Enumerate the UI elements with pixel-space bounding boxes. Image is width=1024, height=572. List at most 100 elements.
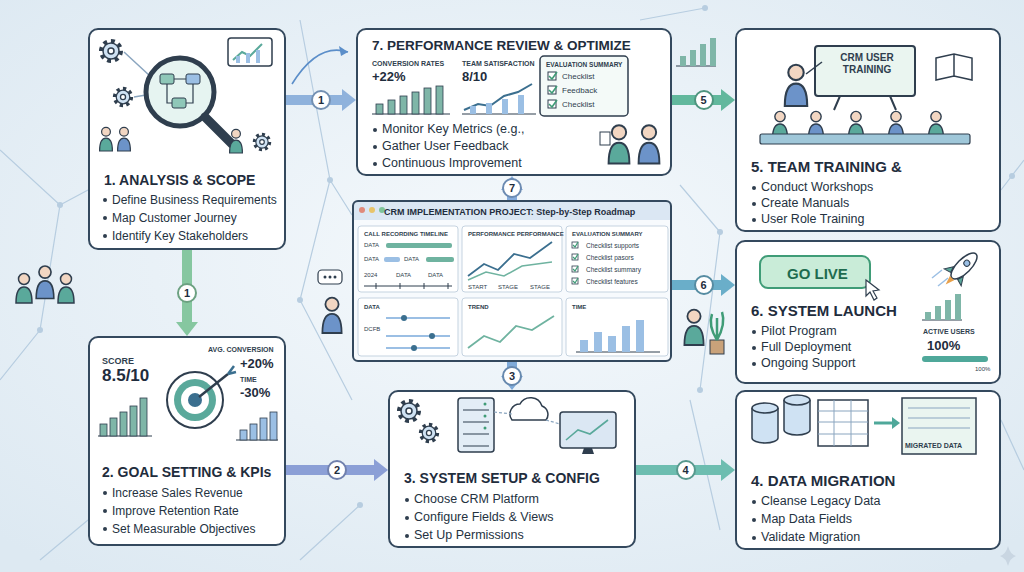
window-chrome: [386, 318, 450, 348]
window-chrome: [352, 200, 672, 220]
analysis-illustration: [228, 38, 272, 66]
window-chrome: [358, 298, 458, 356]
item-text: Checklist supports: [586, 242, 639, 250]
bullet-dot: [103, 216, 107, 220]
step-box: 7. PERFORMANCE REVIEW & OPTIMIZECONVERSI…: [356, 28, 672, 176]
bullet-dot: [752, 362, 756, 366]
window-chrome: [386, 243, 452, 248]
goal-illustration: [120, 412, 127, 436]
step-box: SCORE8.5/10AVG. CONVERSION+20%TIME-30%2.…: [88, 336, 286, 546]
callout-number: 6: [694, 275, 714, 295]
goal-illustration: [167, 372, 223, 428]
people: [16, 266, 724, 354]
bullet-dot: [752, 330, 756, 334]
bullet-dot: [752, 202, 756, 206]
item-text: START: [468, 284, 487, 291]
bullet-text: Ongoing Support: [761, 356, 856, 371]
callout-number: 4: [676, 460, 696, 480]
metric-value: 8.5/10: [102, 366, 149, 386]
setup-illustration: [458, 398, 494, 452]
step-heading: 4. DATA MIGRATION: [751, 472, 895, 490]
metric-value: +22%: [372, 69, 406, 85]
people: [711, 312, 723, 340]
setup-illustration: [400, 402, 419, 421]
chart-label: TEAM SATISFACTION: [462, 60, 535, 68]
performance-charts: [372, 56, 659, 164]
box-ground: [88, 336, 286, 546]
goal-illustration: [174, 379, 216, 421]
analysis-illustration: [236, 56, 240, 63]
network-dots: [717, 229, 723, 235]
analysis-illustration: [256, 50, 260, 63]
bullet-text: Conduct Workshops: [761, 180, 873, 195]
step-box: 3. SYSTEM SETUP & CONFIGChoose CRM Platf…: [388, 390, 636, 548]
window-chrome: [580, 320, 644, 352]
launch-illustration: [932, 270, 948, 286]
callout-number: 1: [177, 283, 197, 303]
window-chrome: [364, 283, 452, 289]
window-chrome: [468, 316, 554, 348]
step-box: CRM USER TRAINING5. TEAM TRAINING &Condu…: [735, 28, 1001, 232]
analysis-illustration: [255, 135, 270, 150]
performance-charts: [376, 104, 383, 114]
setup-illustration: [510, 398, 548, 420]
analysis-illustration: [160, 74, 174, 84]
analysis-illustration: [118, 127, 131, 151]
goal-illustration: [181, 386, 209, 414]
chart-label: DATA: [364, 304, 380, 311]
training-illustration: [834, 96, 896, 110]
window-chrome: [580, 340, 588, 352]
analysis-illustration: [246, 53, 250, 63]
launch-illustration: [866, 280, 879, 300]
migration-illustration: [818, 400, 868, 446]
setup-illustration: [400, 398, 617, 454]
window-chrome: [566, 226, 668, 292]
metric-value: 100%: [927, 338, 960, 354]
bullet-text: Set Up Permissions: [414, 528, 524, 543]
people: [710, 340, 724, 354]
performance-charts: [548, 72, 556, 108]
chart-label: TIME: [572, 304, 586, 311]
performance-charts: [540, 56, 628, 116]
migration-illustration: [752, 395, 976, 454]
migration-illustration: [874, 422, 892, 425]
item-text: Feedback: [562, 86, 597, 96]
migration-illustration: [892, 417, 900, 429]
chart-label: SCORE: [102, 356, 134, 367]
metric-value: 8/10: [462, 69, 487, 85]
bullet-dot: [752, 218, 756, 222]
setup-illustration: [463, 410, 489, 446]
callout-number: 5: [694, 90, 714, 110]
analysis-illustration: [100, 38, 272, 153]
box-ground: [356, 28, 672, 176]
network-dots: [1009, 173, 1015, 179]
window-chrome: [468, 262, 552, 280]
chart-label: CRM USER TRAINING: [832, 52, 902, 76]
goal-illustration: [240, 430, 247, 440]
bullet-text: Continuous Improvement: [382, 156, 522, 171]
bullet-dot: [103, 234, 107, 238]
box-ground: [735, 240, 1001, 384]
network-dots: [57, 202, 63, 208]
network-dots: [327, 177, 333, 183]
item-text: Checklist summary: [586, 266, 641, 274]
analysis-illustration: [102, 42, 121, 61]
window-chrome: [384, 257, 400, 262]
step-box: GO LIVE6. SYSTEM LAUNCHPilot ProgramFull…: [735, 240, 1001, 384]
goal-illustration: [270, 412, 277, 440]
sparkle: [1000, 546, 1016, 566]
window-chrome: [358, 226, 668, 356]
performance-charts: [639, 125, 660, 163]
goal-illustration: [100, 398, 147, 436]
bullet-dot: [373, 128, 377, 132]
step-heading: 3. SYSTEM SETUP & CONFIG: [404, 470, 600, 487]
growth-icon: [680, 56, 686, 66]
people: [322, 298, 341, 333]
people: [16, 274, 32, 304]
chart-label: CONVERSION RATES: [372, 60, 444, 68]
goal-illustration: [240, 412, 277, 440]
goal-illustration: [130, 406, 137, 436]
launch-illustration: [925, 312, 931, 320]
